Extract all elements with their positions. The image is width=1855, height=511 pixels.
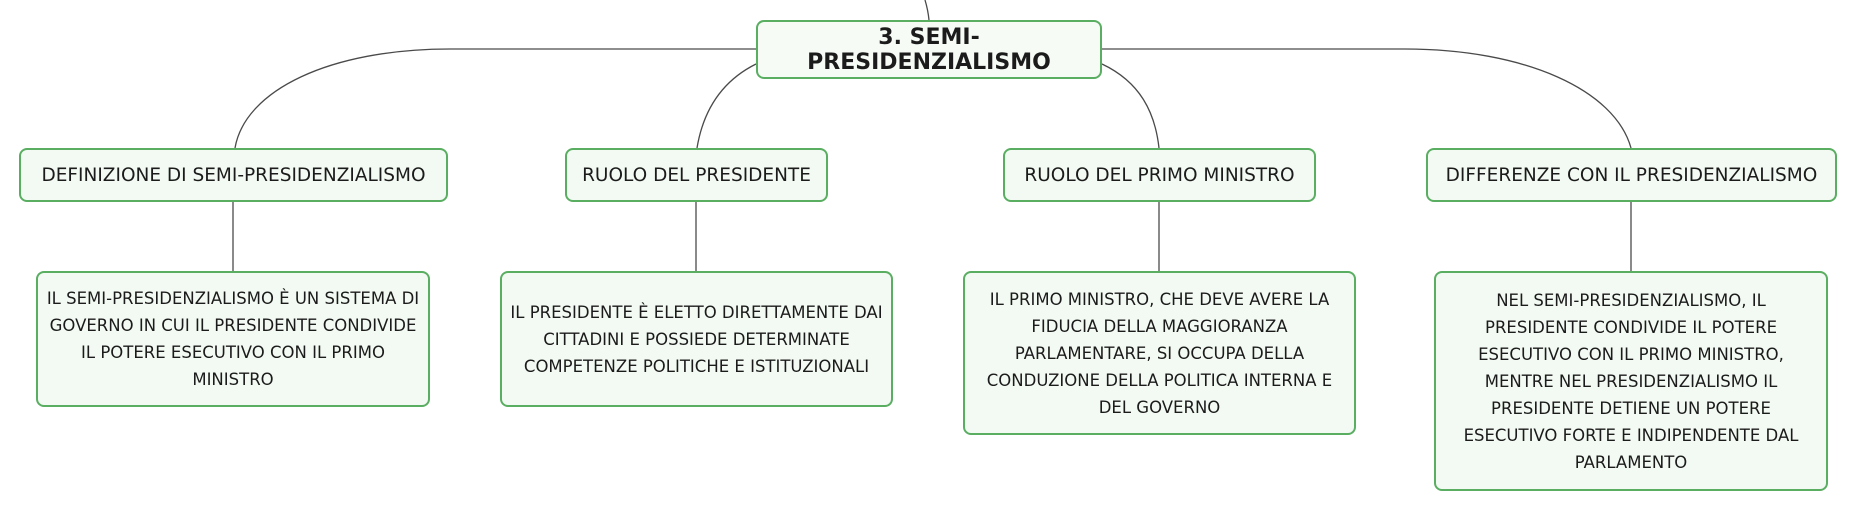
central-topic-label: 3. SEMI-PRESIDENZIALISMO xyxy=(807,24,1051,75)
detail-text: IL SEMI-PRESIDENZIALISMO È UN SISTEMA DI… xyxy=(46,289,420,389)
topic-differenze[interactable]: DIFFERENZE CON IL PRESIDENZIALISMO xyxy=(1426,148,1837,202)
topic-definizione[interactable]: DEFINIZIONE DI SEMI-PRESIDENZIALISMO xyxy=(19,148,448,202)
central-topic[interactable]: 3. SEMI-PRESIDENZIALISMO xyxy=(756,20,1102,79)
connector-root-topic-1 xyxy=(234,48,756,149)
topic-label: RUOLO DEL PRESIDENTE xyxy=(582,164,811,186)
connector-root-topic-3 xyxy=(1101,63,1160,149)
detail-text: IL PRIMO MINISTRO, CHE DEVE AVERE LA FID… xyxy=(986,289,1333,417)
detail-differenze[interactable]: NEL SEMI-PRESIDENZIALISMO, IL PRESIDENTE… xyxy=(1434,271,1828,491)
topic-ruolo-presidente[interactable]: RUOLO DEL PRESIDENTE xyxy=(565,148,828,202)
connector-root-topic-2 xyxy=(696,63,757,149)
topic-label: DEFINIZIONE DI SEMI-PRESIDENZIALISMO xyxy=(41,164,426,186)
topic-label: DIFFERENZE CON IL PRESIDENZIALISMO xyxy=(1445,164,1818,186)
detail-text: IL PRESIDENTE È ELETTO DIRETTAMENTE DAI … xyxy=(510,302,883,376)
detail-ruolo-primo-ministro[interactable]: IL PRIMO MINISTRO, CHE DEVE AVERE LA FID… xyxy=(963,271,1356,435)
detail-definizione[interactable]: IL SEMI-PRESIDENZIALISMO È UN SISTEMA DI… xyxy=(36,271,430,407)
topic-label: RUOLO DEL PRIMO MINISTRO xyxy=(1024,164,1295,186)
detail-text: NEL SEMI-PRESIDENZIALISMO, IL PRESIDENTE… xyxy=(1463,290,1799,472)
topic-ruolo-primo-ministro[interactable]: RUOLO DEL PRIMO MINISTRO xyxy=(1003,148,1316,202)
detail-ruolo-presidente[interactable]: IL PRESIDENTE È ELETTO DIRETTAMENTE DAI … xyxy=(500,271,893,407)
connector-parent-root xyxy=(924,0,930,21)
connector-root-topic-4 xyxy=(1102,48,1632,149)
